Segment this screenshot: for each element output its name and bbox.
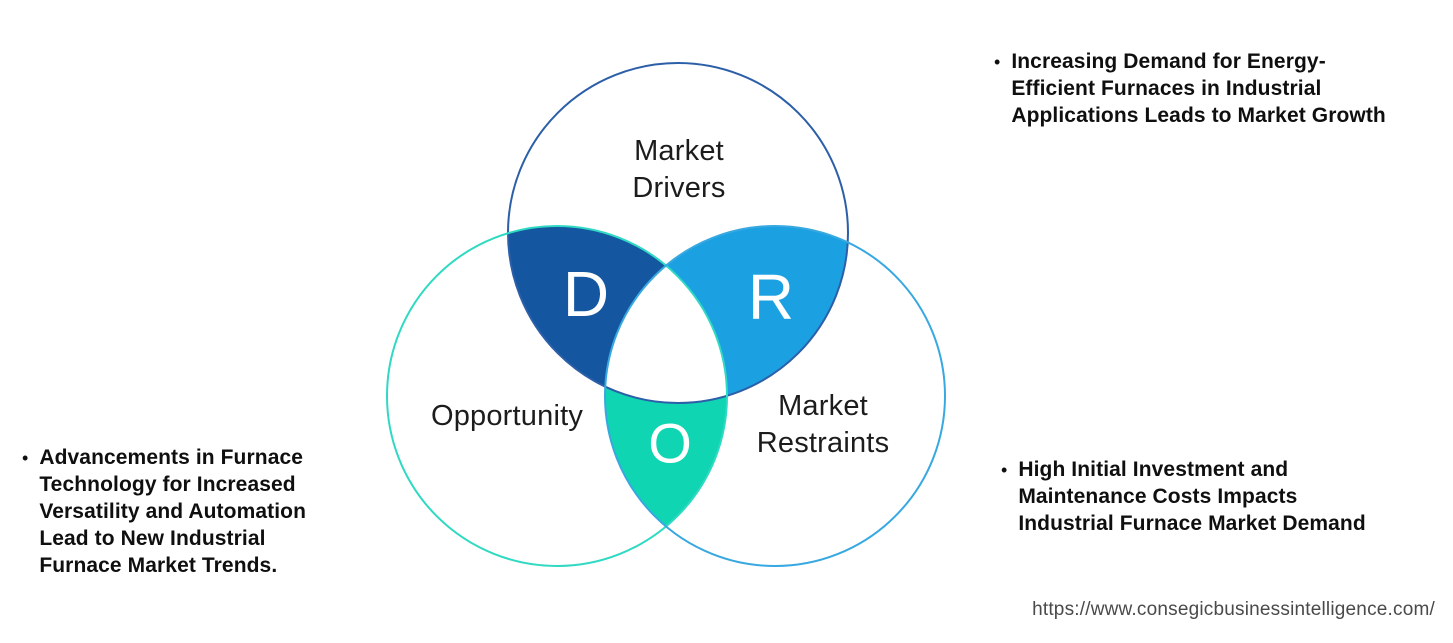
letter-d: D bbox=[562, 258, 610, 330]
bullet-restraints-note: • High Initial Investment and Maintenanc… bbox=[1001, 456, 1441, 537]
bullet-icon: • bbox=[994, 52, 1001, 72]
label-market-drivers: Market Drivers bbox=[632, 135, 726, 204]
bullet-drivers-note: • Increasing Demand for Energy- Efficien… bbox=[994, 48, 1444, 129]
bullet-opportunity-note: • Advancements in Furnace Technology for… bbox=[22, 444, 382, 579]
letter-r: R bbox=[747, 261, 795, 333]
bullet-restraints-text: High Initial Investment and Maintenance … bbox=[1018, 458, 1366, 535]
center-clip-inner bbox=[605, 226, 727, 403]
circle-market-restraints bbox=[604, 225, 946, 567]
bullet-icon: • bbox=[1001, 460, 1008, 480]
source-url: https://www.consegicbusinessintelligence… bbox=[1032, 599, 1435, 620]
bullet-opportunity-text: Advancements in Furnace Technology for I… bbox=[39, 446, 307, 577]
bullet-icon: • bbox=[22, 448, 29, 468]
center-clip-outer bbox=[605, 226, 727, 403]
triple-center bbox=[605, 226, 727, 403]
bullet-drivers-text: Increasing Demand for Energy- Efficient … bbox=[1011, 50, 1386, 127]
circle-opportunity bbox=[386, 225, 728, 567]
letter-o: O bbox=[648, 411, 692, 475]
label-market-restraints: Market Restraints bbox=[756, 390, 890, 459]
label-opportunity: Opportunity bbox=[430, 400, 584, 432]
